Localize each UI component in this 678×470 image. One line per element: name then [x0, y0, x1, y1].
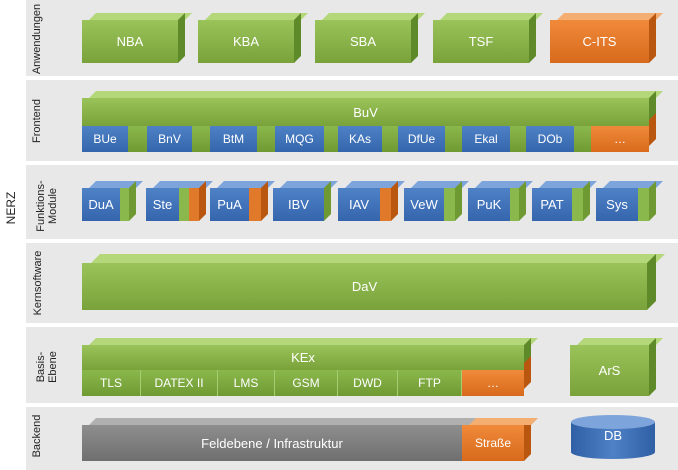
- frontend-item-btm: BtM: [210, 126, 257, 152]
- backend-strasse: Straße: [462, 425, 524, 461]
- layer-label-kernsoftware: Kernsoftware: [32, 250, 44, 316]
- basis-item-lms: LMS: [218, 370, 275, 396]
- app-box-nba: NBA: [82, 13, 192, 63]
- frontend-gap: [192, 126, 210, 152]
- backend-db-cylinder: DB: [570, 414, 656, 460]
- module-label-ste: Ste: [146, 188, 179, 221]
- module-label-puk: PuK: [468, 188, 510, 221]
- database-icon: [571, 415, 655, 459]
- app-box-kba: KBA: [198, 13, 308, 63]
- frontend-item-dob: DOb: [526, 126, 574, 152]
- frontend-gap: [382, 126, 398, 152]
- basisebene-line1: Basis-: [35, 351, 47, 383]
- basis-item-more: …: [462, 370, 524, 396]
- layer-label-nerz: NERZ: [4, 191, 18, 225]
- frontend-gap: [128, 126, 147, 152]
- basis-box-ars: ArS: [570, 338, 663, 396]
- frontend-item-dfue: DfUe: [398, 126, 445, 152]
- basis-item-ftp: FTP: [398, 370, 462, 396]
- frontend-gap: [574, 126, 591, 152]
- layer-label-backend: Backend: [31, 414, 43, 458]
- app-label-kba: KBA: [198, 20, 294, 63]
- module-box-vew: VeW: [404, 181, 469, 221]
- app-label-cits: C-ITS: [550, 20, 649, 63]
- frontend-item-ekal: Ekal: [462, 126, 510, 152]
- frontend-gap: [445, 126, 462, 152]
- app-label-sba: SBA: [315, 20, 411, 63]
- frontend-item-kas: KAs: [338, 126, 382, 152]
- app-box-cits: C-ITS: [550, 13, 663, 63]
- backend-strasse-top: [469, 418, 538, 425]
- app-label-tsf: TSF: [433, 20, 529, 63]
- funktionsmodule-line2: Module: [47, 187, 59, 225]
- frontend-gap: [510, 126, 526, 152]
- module-label-vew: VeW: [404, 188, 444, 221]
- module-box-sys: Sys: [596, 181, 663, 221]
- basis-item-tls: TLS: [82, 370, 141, 396]
- module-box-ibv: IBV: [273, 181, 338, 221]
- app-box-tsf: TSF: [433, 13, 543, 63]
- frontend-gap: [324, 126, 338, 152]
- module-box-pat: PAT: [532, 181, 597, 221]
- layer-label-anwendungen: Anwendungen: [31, 3, 43, 75]
- kernsoftware-title: DaV: [82, 263, 647, 310]
- module-label-pua: PuA: [210, 188, 249, 221]
- frontend-title: BuV: [82, 98, 649, 126]
- funktionsmodule-line1: Funktions-: [35, 180, 47, 232]
- basis-ars-label: ArS: [570, 345, 649, 396]
- backend-box-feldebene: Feldebene / Infrastruktur: [82, 418, 538, 461]
- frontend-item-mqg: MQG: [275, 126, 324, 152]
- backend-db-label: DB: [603, 428, 623, 443]
- frontend-box-buv: BuV: [82, 91, 663, 126]
- module-label-sys: Sys: [596, 188, 638, 221]
- basis-title: KEx: [82, 345, 524, 370]
- layer-label-basisebene: Basis- Ebene: [35, 337, 59, 397]
- layer-label-frontend: Frontend: [31, 98, 43, 144]
- frontend-item-bnv: BnV: [147, 126, 192, 152]
- app-box-sba: SBA: [315, 13, 425, 63]
- module-label-iav: IAV: [338, 188, 380, 221]
- module-label-ibv: IBV: [273, 188, 324, 221]
- basis-item-dwd: DWD: [338, 370, 398, 396]
- frontend-item-more: …: [591, 126, 649, 152]
- module-box-puk: PuK: [468, 181, 533, 221]
- layer-label-funktionsmodule: Funktions- Module: [35, 176, 59, 236]
- kernsoftware-box-dav: DaV: [82, 254, 665, 310]
- frontend-item-bue: BUe: [82, 126, 128, 152]
- frontend-gap: [257, 126, 275, 152]
- module-box-ste: Ste: [146, 181, 213, 221]
- basis-box-kex: KEx: [82, 338, 538, 370]
- basisebene-line2: Ebene: [47, 351, 59, 383]
- module-box-iav: IAV: [338, 181, 405, 221]
- app-label-nba: NBA: [82, 20, 178, 63]
- module-label-pat: PAT: [532, 188, 572, 221]
- basis-item-gsm: GSM: [275, 370, 338, 396]
- module-box-pua: PuA: [210, 181, 275, 221]
- basis-item-datex: DATEX II: [141, 370, 218, 396]
- module-label-dua: DuA: [82, 188, 120, 221]
- module-box-dua: DuA: [82, 181, 143, 221]
- backend-feld-label: Feldebene / Infrastruktur: [82, 425, 462, 461]
